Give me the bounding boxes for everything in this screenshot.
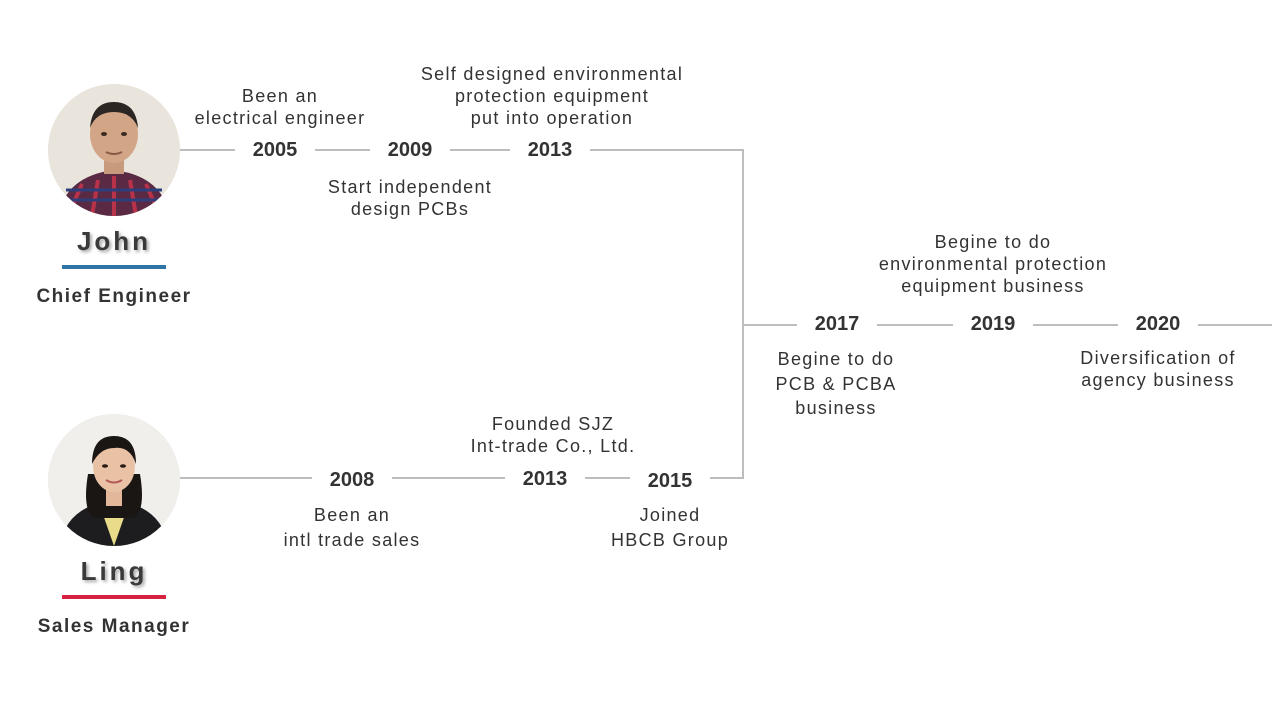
year-2020: 2020 [1118,313,1198,336]
year-2015: 2015 [630,470,710,493]
year-2009: 2009 [370,139,450,162]
john-name: John [76,226,152,256]
event-2019-line-1: Begine to do [934,232,1052,252]
ling-role: Sales Manager [37,616,191,637]
event-2019-line-3: equipment business [901,276,1085,296]
event-2008-line-1: Been an [313,505,391,525]
event-2005-line-2: electrical engineer [194,108,366,128]
event-2019: Begine to do environmental protection eq… [852,231,1134,297]
event-2017: Begine to do PCB & PCBA business [746,347,926,421]
event-2005-line-1: Been an [241,86,319,106]
event-2015-line-1: Joined [639,505,701,525]
john-name-underline [62,265,166,269]
event-2017-line-1: Begine to do [777,349,895,369]
event-2013-john: Self designed environmental protection e… [392,63,712,129]
event-2008-line-2: intl trade sales [283,529,421,550]
event-2005: Been an electrical engineer [170,85,390,129]
event-2020-line-2: agency business [1081,370,1235,390]
john-role: Chief Engineer [36,286,192,307]
year-2008: 2008 [312,469,392,492]
event-2020: Diversification of agency business [1058,347,1258,391]
event-2009: Start independent design PCBs [300,176,520,220]
ling-name: Ling [80,556,148,586]
event-2009-line-2: design PCBs [350,199,470,219]
event-2015: Joined HBCB Group [590,503,750,552]
john-portrait-photo [48,84,180,216]
john-avatar [48,84,180,216]
event-2020-line-1: Diversification of [1080,348,1236,368]
event-2015-line-2: HBCB Group [610,529,730,550]
ling-name-underline [62,595,166,599]
year-2013-ling: 2013 [505,468,585,491]
event-2017-line-2: PCB & PCBA [775,373,897,394]
ling-portrait-photo [48,414,180,546]
event-2009-line-1: Start independent [327,177,493,197]
event-2017-line-3: business [795,398,877,418]
event-2008: Been an intl trade sales [252,503,452,552]
ling-avatar [48,414,180,546]
year-2013-john: 2013 [510,139,590,162]
event-2013-ling-line-2: Int-trade Co., Ltd. [470,436,636,456]
event-2013-john-line-1: Self designed environmental [420,64,684,84]
event-2013-john-line-2: protection equipment [454,86,650,106]
event-2013-john-line-3: put into operation [470,108,634,128]
event-2019-line-2: environmental protection [878,254,1108,274]
year-2019: 2019 [953,313,1033,336]
event-2013-ling-line-1: Founded SJZ [491,414,615,434]
year-2017: 2017 [797,313,877,336]
john-timeline-line [180,149,744,325]
event-2013-ling: Founded SJZ Int-trade Co., Ltd. [440,413,666,457]
year-2005: 2005 [235,139,315,162]
